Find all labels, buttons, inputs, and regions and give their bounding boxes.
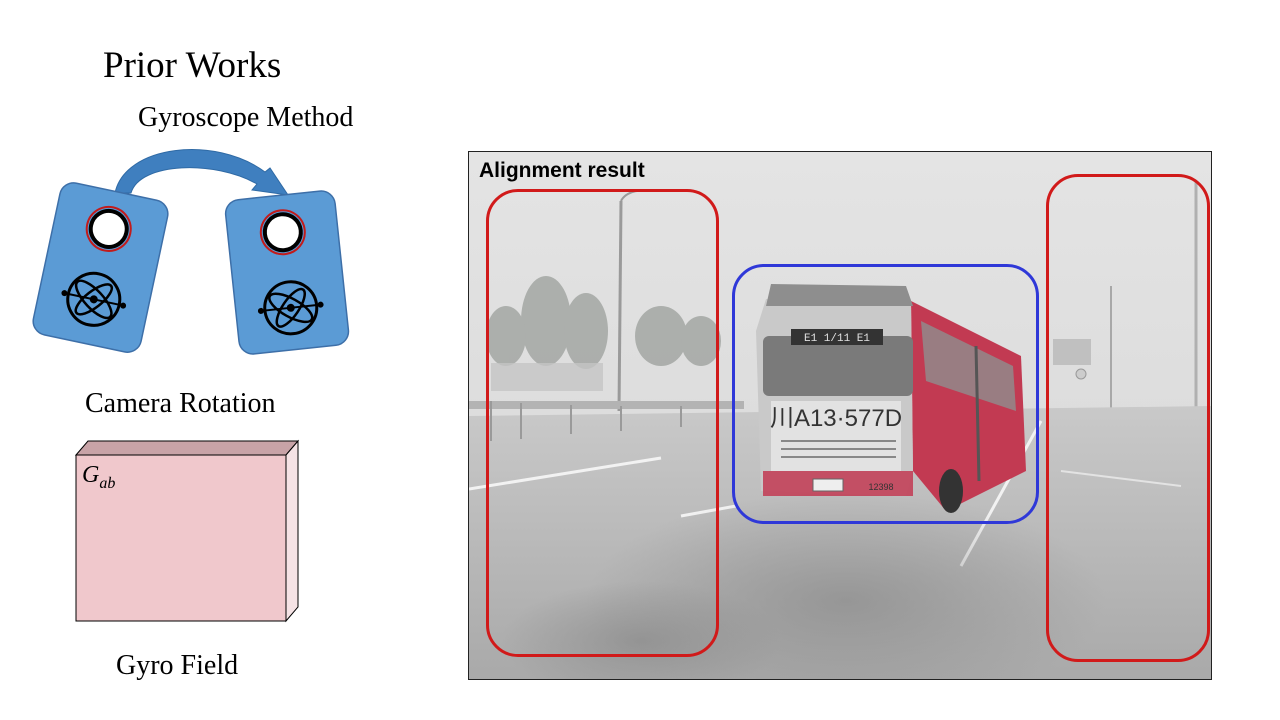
camera-rotation-illustration bbox=[32, 149, 350, 355]
gyroscope-icon bbox=[61, 271, 127, 327]
method-subtitle: Gyroscope Method bbox=[138, 102, 354, 133]
fleet-number: 12398 bbox=[868, 482, 893, 492]
gyro-symbol: G bbox=[82, 462, 100, 488]
gyro-field-label: Gyro Field bbox=[116, 650, 239, 681]
bus-display: E1 1/11 E1 bbox=[804, 333, 870, 345]
alignment-result-caption: Alignment result bbox=[479, 159, 645, 182]
phone-camera-icon bbox=[32, 182, 169, 353]
license-plate: 川A13·577D bbox=[770, 405, 902, 432]
gyro-symbol-subscript: ab bbox=[99, 474, 116, 492]
curved-arrow-icon bbox=[114, 149, 290, 196]
tree-line bbox=[486, 276, 721, 369]
bus: E1 1/11 E1 川A13·577D 12398 bbox=[756, 284, 1026, 513]
3d-box-icon bbox=[74, 439, 300, 623]
camera-rotation-label: Camera Rotation bbox=[85, 388, 276, 419]
gyroscope-icon bbox=[257, 280, 324, 336]
gyro-field-symbol: Gab bbox=[82, 462, 115, 493]
highlight-region-left bbox=[486, 189, 719, 657]
slide-title: Prior Works bbox=[103, 45, 282, 86]
alignment-result-image: E1 1/11 E1 川A13·577D 12398 bbox=[468, 151, 1212, 680]
highlight-region-right bbox=[1046, 174, 1210, 662]
highlight-region-center bbox=[732, 264, 1039, 524]
phone-camera-icon bbox=[224, 190, 350, 355]
